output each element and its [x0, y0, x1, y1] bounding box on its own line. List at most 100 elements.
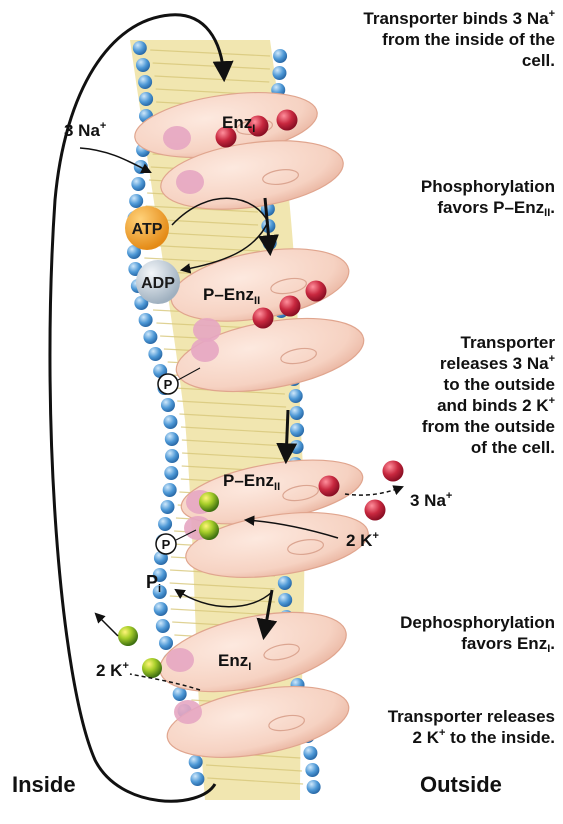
caption-text: 2 K: [413, 728, 439, 747]
lipid-head: [289, 389, 303, 403]
caption-text: of the cell.: [471, 438, 555, 457]
caption-text: Dephosphorylation: [400, 613, 555, 632]
inside-label: Inside: [12, 772, 76, 798]
penz-label-1: P–EnzII: [203, 285, 260, 307]
caption-text: Transporter binds 3 Na: [363, 9, 548, 28]
caption-line: favors P–EnzII.: [421, 197, 555, 218]
binding-site: [191, 338, 219, 362]
caption-text: +: [549, 8, 555, 20]
caption-line: of the cell.: [422, 437, 555, 458]
caption-line: Dephosphorylation: [400, 612, 555, 633]
na-inside-label: 3 Na+: [64, 120, 106, 140]
lipid-head: [272, 66, 286, 80]
na-outside-label: 3 Na+: [410, 490, 452, 510]
step-caption-5: Transporter releases2 K+ to the inside.: [388, 706, 555, 748]
caption-line: releases 3 Na+: [422, 353, 555, 374]
caption-text: +: [549, 353, 555, 365]
potassium-ion: [199, 492, 219, 512]
lipid-head: [278, 593, 292, 607]
binding-site: [163, 126, 191, 150]
caption-text: favors Enz: [461, 634, 547, 653]
lipid-head: [143, 330, 157, 344]
phosphate-label-1: P: [164, 377, 173, 392]
lipid-head: [164, 466, 178, 480]
lipid-head: [307, 780, 321, 794]
atp-label: ATP: [132, 221, 163, 238]
phosphate-label-2: P: [162, 537, 171, 552]
lipid-head: [163, 483, 177, 497]
caption-text: +: [549, 395, 555, 407]
caption-text: to the outside: [444, 375, 555, 394]
lipid-head: [290, 406, 304, 420]
caption-line: 2 K+ to the inside.: [388, 727, 555, 748]
lipid-head: [154, 602, 168, 616]
lipid-head: [190, 772, 204, 786]
enz1-bottom-label: EnzI: [218, 651, 251, 673]
caption-text: Transporter: [461, 333, 555, 352]
sodium-ion: [319, 476, 340, 497]
lipid-head: [163, 415, 177, 429]
caption-text: releases 3 Na: [440, 354, 549, 373]
caption-text: and binds 2 K: [437, 396, 548, 415]
lipid-head: [139, 92, 153, 106]
sodium-ion: [280, 296, 301, 317]
step-arrow-2: [286, 410, 288, 460]
caption-line: from the inside of the: [363, 29, 555, 50]
caption-text: .: [550, 634, 555, 653]
lipid-head: [303, 746, 317, 760]
lipid-head: [165, 432, 179, 446]
caption-line: favors EnzI.: [400, 633, 555, 654]
lipid-head: [133, 41, 147, 55]
lipid-head: [189, 755, 203, 769]
lipid-head: [138, 75, 152, 89]
caption-text: cell.: [522, 51, 555, 70]
sodium-ion: [365, 500, 386, 521]
lipid-head: [278, 576, 292, 590]
lipid-head: [139, 313, 153, 327]
caption-line: and binds 2 K+: [422, 395, 555, 416]
k-outside-label: 2 K+: [346, 530, 379, 550]
caption-line: Transporter releases: [388, 706, 555, 727]
lipid-head: [148, 347, 162, 361]
lipid-head: [158, 517, 172, 531]
caption-text: .: [550, 198, 555, 217]
outside-label: Outside: [420, 772, 502, 798]
lipid-head: [131, 177, 145, 191]
binding-site: [174, 700, 202, 724]
lipid-head: [290, 440, 304, 454]
binding-site: [176, 170, 204, 194]
caption-line: cell.: [363, 50, 555, 71]
lipid-head: [165, 449, 179, 463]
potassium-ion: [199, 520, 219, 540]
sodium-ion: [383, 461, 404, 482]
caption-line: Transporter: [422, 332, 555, 353]
adp-label: ADP: [141, 275, 175, 292]
caption-text: from the outside: [422, 417, 555, 436]
lipid-head: [159, 636, 173, 650]
lipid-head: [290, 423, 304, 437]
caption-text: from the inside of the: [382, 30, 555, 49]
caption-text: to the inside.: [445, 728, 555, 747]
caption-line: Phosphorylation: [421, 176, 555, 197]
lipid-head: [136, 58, 150, 72]
caption-text: favors P–Enz: [437, 198, 544, 217]
lipid-head: [305, 763, 319, 777]
sodium-ion: [253, 308, 274, 329]
caption-line: from the outside: [422, 416, 555, 437]
k-exit-arrow: [96, 614, 118, 636]
potassium-ion: [142, 658, 162, 678]
caption-text: Transporter releases: [388, 707, 555, 726]
step-caption-1: Transporter binds 3 Na+ from the inside o…: [363, 8, 555, 71]
caption-line: to the outside: [422, 374, 555, 395]
penz-label-2: P–EnzII: [223, 471, 280, 493]
lipid-head: [156, 619, 170, 633]
potassium-ion: [118, 626, 138, 646]
binding-site: [166, 648, 194, 672]
step-caption-4: Dephosphorylationfavors EnzI.: [400, 612, 555, 654]
sodium-ion: [277, 110, 298, 131]
step-caption-3: Transporterreleases 3 Na+to the outsidea…: [422, 332, 555, 458]
lipid-head: [161, 398, 175, 412]
lipid-head: [129, 194, 143, 208]
